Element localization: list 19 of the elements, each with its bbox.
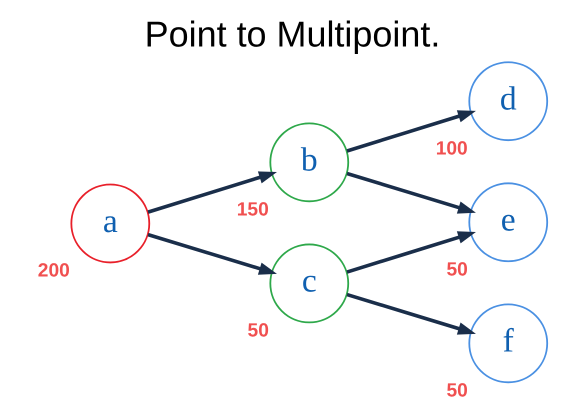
node-label: 50 (247, 320, 268, 342)
node-circle: c (268, 244, 349, 324)
node-circle: d (468, 61, 548, 142)
arrow (346, 172, 476, 214)
node-label: 100 (435, 138, 468, 160)
arrow (146, 171, 276, 214)
node-label: 50 (446, 380, 468, 402)
arrow (147, 232, 276, 275)
diagram-title: Point to Multipoint. (144, 14, 440, 55)
node-label: 150 (236, 199, 268, 220)
arrow (346, 231, 476, 274)
node-circle: b (268, 122, 349, 202)
node-circle: a (70, 184, 150, 264)
node-circle: f (468, 304, 548, 384)
node-label: 50 (446, 259, 468, 280)
node-label: 200 (37, 260, 70, 282)
node-circle: e (468, 182, 548, 262)
arrow (346, 110, 476, 153)
arrow (346, 292, 476, 335)
